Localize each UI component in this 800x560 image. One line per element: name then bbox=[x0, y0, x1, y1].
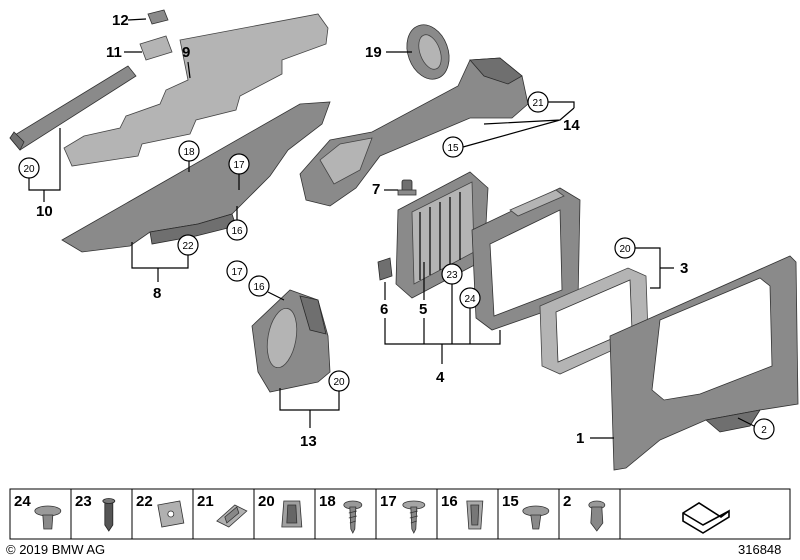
circled-16-b-label: 16 bbox=[253, 282, 265, 293]
part-9-insulation-sheet bbox=[63, 13, 329, 167]
part-1-rear-panel bbox=[609, 255, 799, 471]
part-5-grille bbox=[395, 171, 489, 299]
callout-5: 5 bbox=[419, 301, 427, 318]
circled-16-a-label: 16 bbox=[231, 226, 243, 237]
callout-14: 14 bbox=[563, 117, 580, 134]
strip-cell-17: 17 bbox=[375, 488, 438, 540]
strip-number: 24 bbox=[14, 493, 31, 510]
strip-cell-24: 24 bbox=[9, 488, 72, 540]
callout-12: 12 bbox=[112, 12, 129, 29]
strip-number: 17 bbox=[380, 493, 397, 510]
push-rivet-icon bbox=[522, 505, 550, 530]
part-frame-housing bbox=[471, 187, 581, 331]
circled-2 bbox=[753, 418, 775, 440]
circled-16-b bbox=[248, 275, 270, 297]
circled-24-label: 24 bbox=[464, 294, 476, 305]
expanding-nut-icon bbox=[466, 500, 484, 530]
part-12-cap bbox=[147, 9, 169, 25]
strip-number: 21 bbox=[197, 493, 214, 510]
copyright-text: © 2019 BMW AG bbox=[6, 542, 105, 557]
strip-cell-23: 23 bbox=[70, 488, 133, 540]
circled-2-label: 2 bbox=[761, 425, 767, 436]
circled-18-label: 18 bbox=[183, 147, 195, 158]
callout-1: 1 bbox=[576, 430, 584, 447]
strip-cell-15: 15 bbox=[497, 488, 560, 540]
callout-4: 4 bbox=[436, 369, 445, 386]
part-8-trim-panel bbox=[61, 101, 331, 253]
circled-20-a-label: 20 bbox=[23, 164, 35, 175]
strip-cell-frame bbox=[558, 488, 621, 540]
expanding-rivet-icon bbox=[34, 505, 62, 530]
strip-cell-frame bbox=[497, 488, 560, 540]
strip-cell-16: 16 bbox=[436, 488, 499, 540]
circled-17-b bbox=[226, 260, 248, 282]
callout-19: 19 bbox=[365, 44, 382, 61]
spring-clip-icon bbox=[281, 500, 303, 528]
circled-20-b-label: 20 bbox=[333, 377, 345, 388]
fastener-strip: 24 23 22 21 20 18 17 16 15 2 bbox=[9, 488, 791, 540]
strip-number: 22 bbox=[136, 493, 153, 510]
panhead-screw-icon bbox=[343, 500, 363, 534]
callout-6: 6 bbox=[380, 301, 388, 318]
strip-number: 16 bbox=[441, 493, 458, 510]
circled-17-b-label: 17 bbox=[231, 267, 243, 278]
diagram-number: 316848 bbox=[738, 542, 781, 557]
callout-13: 13 bbox=[300, 433, 317, 450]
strip-number: 15 bbox=[502, 493, 519, 510]
callout-9: 9 bbox=[182, 44, 190, 61]
bracket-clip-icon bbox=[216, 504, 248, 528]
strip-cell-22: 22 bbox=[131, 488, 194, 540]
strip-cell-symbol bbox=[619, 488, 791, 540]
circled-23-label: 23 bbox=[446, 270, 458, 281]
circled-22-label: 22 bbox=[182, 241, 194, 252]
strip-number: 2 bbox=[563, 493, 571, 510]
flanged-screw-icon bbox=[402, 500, 426, 534]
plug-pin-icon bbox=[102, 498, 116, 532]
strip-cell-20: 20 bbox=[253, 488, 316, 540]
circled-20-c-label: 20 bbox=[619, 244, 631, 255]
callout-7: 7 bbox=[372, 181, 380, 198]
grommet-clip-icon bbox=[588, 500, 606, 532]
callout-10: 10 bbox=[36, 203, 53, 220]
strip-cell-frame bbox=[375, 488, 438, 540]
strip-number: 20 bbox=[258, 493, 275, 510]
part-13-side-trim bbox=[251, 289, 331, 393]
part-19-cover bbox=[406, 24, 450, 80]
strip-number: 18 bbox=[319, 493, 336, 510]
part-10-tube bbox=[9, 65, 137, 151]
part-11-clip bbox=[139, 35, 173, 61]
strip-number: 23 bbox=[75, 493, 92, 510]
part-14-upper-trim bbox=[299, 57, 529, 207]
part-6-bracket bbox=[377, 257, 393, 281]
callout-8: 8 bbox=[153, 285, 161, 302]
strip-cell-18: 18 bbox=[314, 488, 377, 540]
callout-11: 11 bbox=[106, 44, 122, 61]
circled-15-label: 15 bbox=[447, 143, 459, 154]
part-7-bolt bbox=[397, 179, 417, 196]
gasket-symbol-icon bbox=[682, 502, 730, 534]
circled-17-a-label: 17 bbox=[233, 160, 245, 171]
strip-cell-21: 21 bbox=[192, 488, 255, 540]
callout-3: 3 bbox=[680, 260, 688, 277]
circled-21-label: 21 bbox=[532, 98, 544, 109]
strip-cell-2: 2 bbox=[558, 488, 621, 540]
sheet-nut-icon bbox=[157, 500, 185, 528]
